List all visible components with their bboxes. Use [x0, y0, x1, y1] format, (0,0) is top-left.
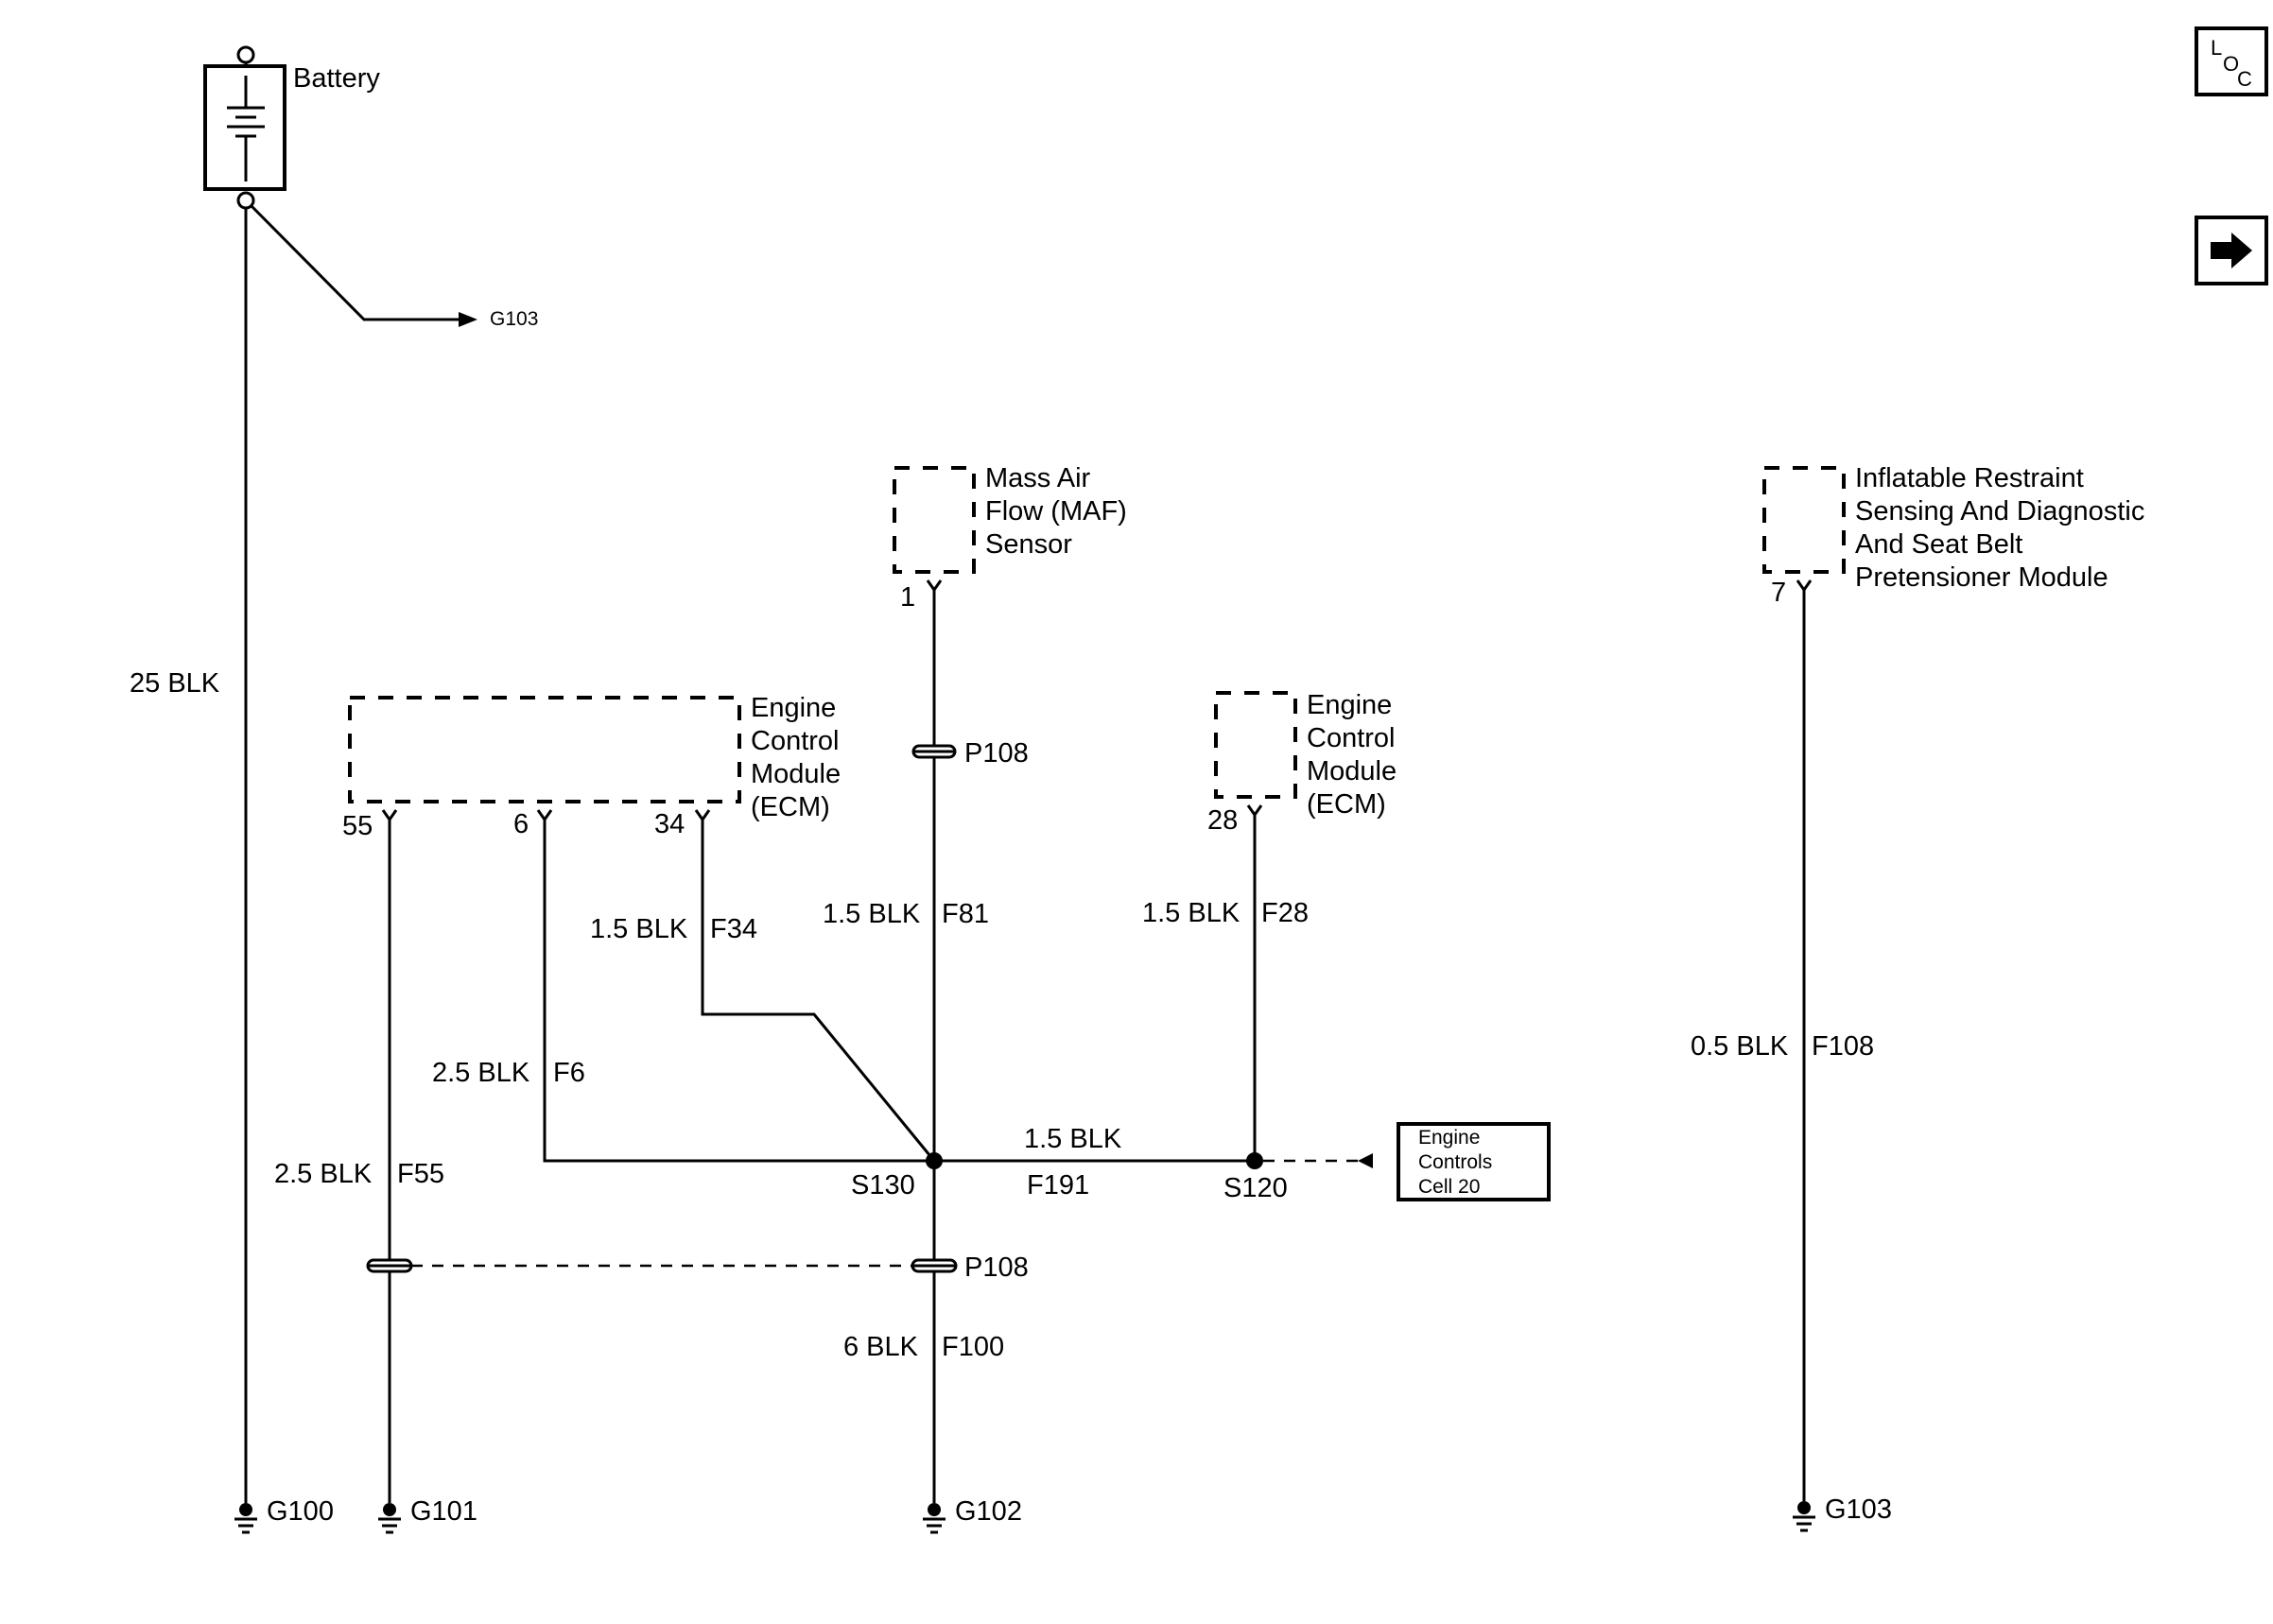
ground-g103-label: G103: [1825, 1494, 1892, 1525]
next-page-button[interactable]: [2195, 216, 2268, 285]
wire-f6-gauge: 2.5 BLK: [432, 1058, 530, 1088]
arrow-left-icon: [1358, 1153, 1373, 1168]
wire-f6-circuit: F6: [553, 1058, 585, 1088]
ground-g103: G103: [1793, 1494, 1892, 1532]
svg-text:Engine Control Mod: Engine Control Module (ECM): [1307, 690, 1404, 820]
wire-f6: [543, 820, 934, 1163]
splice-s120-label: S120: [1223, 1173, 1288, 1203]
loc-icon: L O C: [2211, 36, 2252, 91]
connector-p108-lower-left: [366, 1258, 413, 1273]
wire-f55-circuit: F55: [397, 1159, 444, 1189]
wire-f28-circuit: F28: [1261, 898, 1309, 928]
wire-f100-gauge: 6 BLK: [843, 1332, 919, 1362]
svg-text:Engine Control Mod: Engine Control Module (ECM): [751, 693, 848, 822]
ecm-left-pin-6: 6: [513, 809, 529, 839]
ecm-right-pin-28: 28: [1207, 805, 1238, 836]
ecm-left: Engine Control Module (ECM) 55 6 34: [342, 693, 848, 841]
ground-icon: [1793, 1501, 1815, 1532]
connector-p108-lower: P108: [911, 1253, 1029, 1283]
wire-f34-gauge: 1.5 BLK: [590, 914, 688, 944]
battery-icon: [227, 106, 265, 138]
battery-ground-branch: G103: [250, 204, 538, 330]
ground-icon: [234, 1503, 257, 1534]
restraint-module: Inflatable Restraint Sensing And Diagnos…: [1762, 463, 2152, 608]
wire-f191-gauge: 1.5 BLK: [1024, 1124, 1122, 1154]
wire-f81-circuit: F81: [942, 899, 989, 929]
ecm-right: Engine Control Module (ECM) 28: [1207, 690, 1404, 836]
restraint-pin-7: 7: [1771, 578, 1786, 608]
ecm-left-pin-55: 55: [342, 811, 373, 841]
svg-text:L: L: [2211, 36, 2222, 60]
maf-sensor: Mass Air Flow (MAF) Sensor 1: [893, 463, 1135, 613]
loc-button[interactable]: L O C: [2195, 26, 2268, 96]
svg-text:C: C: [2237, 67, 2252, 91]
wire-f28-gauge: 1.5 BLK: [1142, 898, 1241, 928]
battery: Battery: [203, 45, 380, 210]
ecm-left-pin-34: 34: [654, 809, 685, 839]
arrow-icon: [459, 312, 477, 327]
ground-icon: [378, 1503, 401, 1534]
wire-f34: [701, 820, 936, 1162]
ground-g101-label: G101: [410, 1496, 477, 1527]
svg-text:Engine Controls Ce: Engine Controls Cell 20: [1418, 1127, 1498, 1198]
wire-f34-circuit: F34: [710, 914, 757, 944]
svg-text:O: O: [2223, 52, 2239, 76]
connector-p108-upper: P108: [911, 738, 1029, 769]
maf-pin: 1: [900, 582, 915, 613]
battery-label: Battery: [293, 63, 380, 94]
splice-s120: S120: [1223, 1152, 1288, 1203]
ground-g102: G102: [923, 1496, 1022, 1534]
svg-text:Inflatable Restraint Sen: Inflatable Restraint Sensing And Diagnos…: [1855, 463, 2152, 593]
wire-f108-circuit: F108: [1812, 1031, 1874, 1062]
connector-p108-upper-label: P108: [964, 738, 1029, 769]
wire-f100-circuit: F100: [942, 1332, 1004, 1362]
ref-box-engine-controls[interactable]: Engine Controls Cell 20: [1397, 1122, 1551, 1201]
splice-s130: S130: [851, 1152, 943, 1201]
wire-f108-gauge: 0.5 BLK: [1691, 1031, 1789, 1062]
wire-f55-gauge: 2.5 BLK: [274, 1159, 373, 1189]
connector-p108-lower-label: P108: [964, 1253, 1029, 1283]
ground-g102-label: G102: [955, 1496, 1022, 1527]
ground-g100: G100: [234, 1496, 334, 1534]
arrow-right-icon: [2211, 233, 2252, 268]
ground-icon: [923, 1503, 946, 1534]
wire-battery-gauge: 25 BLK: [130, 668, 220, 699]
svg-text:Mass Air Flow (MAF): Mass Air Flow (MAF) Sensor: [985, 463, 1135, 560]
battery-branch-ground-label: G103: [490, 308, 538, 330]
wire-f81-gauge: 1.5 BLK: [823, 899, 921, 929]
wire-f191-circuit: F191: [1027, 1170, 1089, 1201]
ground-g101: G101: [378, 1496, 477, 1534]
ground-g100-label: G100: [267, 1496, 334, 1527]
splice-s130-label: S130: [851, 1170, 915, 1201]
